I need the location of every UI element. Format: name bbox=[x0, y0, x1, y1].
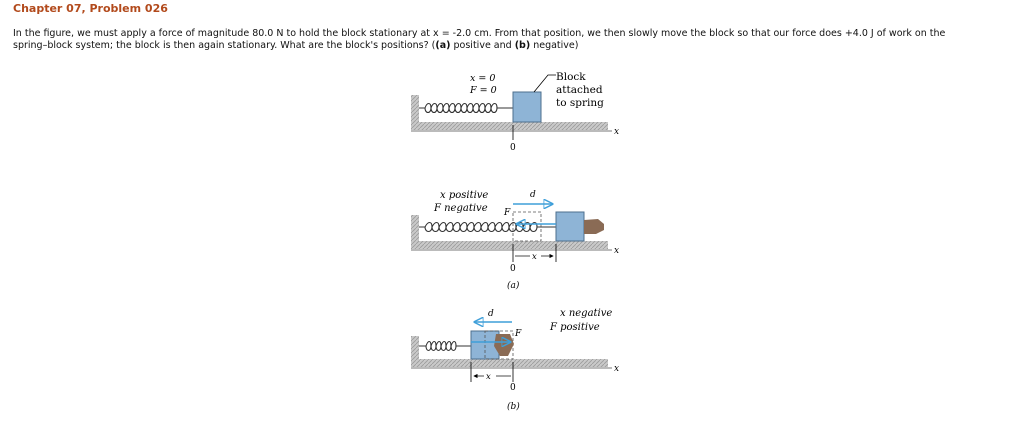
f-label: F bbox=[503, 208, 511, 218]
caption-b: (b) bbox=[507, 401, 520, 412]
floor bbox=[411, 241, 608, 249]
wall bbox=[411, 336, 419, 360]
fs-positive-label: F positive bbox=[549, 322, 600, 333]
caption-a: (a) bbox=[507, 280, 520, 291]
block bbox=[555, 211, 585, 242]
callout-leader bbox=[533, 74, 556, 93]
axis-x-label: x bbox=[614, 127, 619, 137]
problem-line-2-mid: positive and bbox=[450, 40, 515, 51]
x-dist-label: x bbox=[486, 372, 491, 382]
problem-title: Chapter 07, Problem 026 bbox=[13, 2, 168, 15]
problem-line-2-text: spring–block system; the block is then a… bbox=[13, 40, 436, 51]
hand bbox=[584, 219, 604, 234]
problem-statement: In the figure, we must apply a force of … bbox=[13, 28, 1013, 52]
part-a-label: (a) bbox=[435, 40, 451, 51]
f-label: F bbox=[514, 329, 522, 339]
callout-attached: attached bbox=[556, 84, 603, 96]
spring bbox=[419, 340, 471, 352]
x-positive-label: x positive bbox=[440, 190, 488, 201]
panel-compressed: d F x negative F positive x x 0 (b) bbox=[411, 308, 619, 412]
origin-label: 0 bbox=[510, 264, 516, 274]
block bbox=[512, 91, 542, 123]
label-fs-eq-0: F = 0 bbox=[469, 85, 497, 96]
wall bbox=[411, 215, 419, 243]
callout-block: Block bbox=[556, 71, 586, 83]
origin-label: 0 bbox=[510, 143, 516, 153]
wall bbox=[411, 95, 419, 123]
fs-negative-label: F negative bbox=[433, 203, 488, 214]
axis-x-label: x bbox=[614, 246, 619, 256]
callout-to-spring: to spring bbox=[556, 97, 604, 109]
d-label: d bbox=[488, 309, 494, 319]
floor bbox=[411, 359, 608, 367]
block-ghost bbox=[512, 211, 542, 242]
part-b-label: (b) bbox=[514, 40, 531, 51]
panel-stretched: d F x positive F negative x x 0 (a) bbox=[411, 190, 619, 291]
spring bbox=[419, 102, 513, 114]
problem-line-1: In the figure, we must apply a force of … bbox=[13, 28, 946, 39]
label-x-eq-0: x = 0 bbox=[470, 73, 495, 84]
problem-line-2-end: negative) bbox=[530, 40, 579, 51]
panel-relaxed: Block attached to spring x = 0 F = 0 x 0 bbox=[411, 71, 619, 153]
floor bbox=[411, 122, 608, 130]
origin-label: 0 bbox=[510, 383, 516, 393]
d-label: d bbox=[530, 190, 536, 200]
x-dist-label: x bbox=[532, 252, 537, 262]
problem-line-2: spring–block system; the block is then a… bbox=[13, 40, 1013, 52]
x-negative-label: x negative bbox=[560, 308, 612, 319]
axis-x-label: x bbox=[614, 364, 619, 374]
